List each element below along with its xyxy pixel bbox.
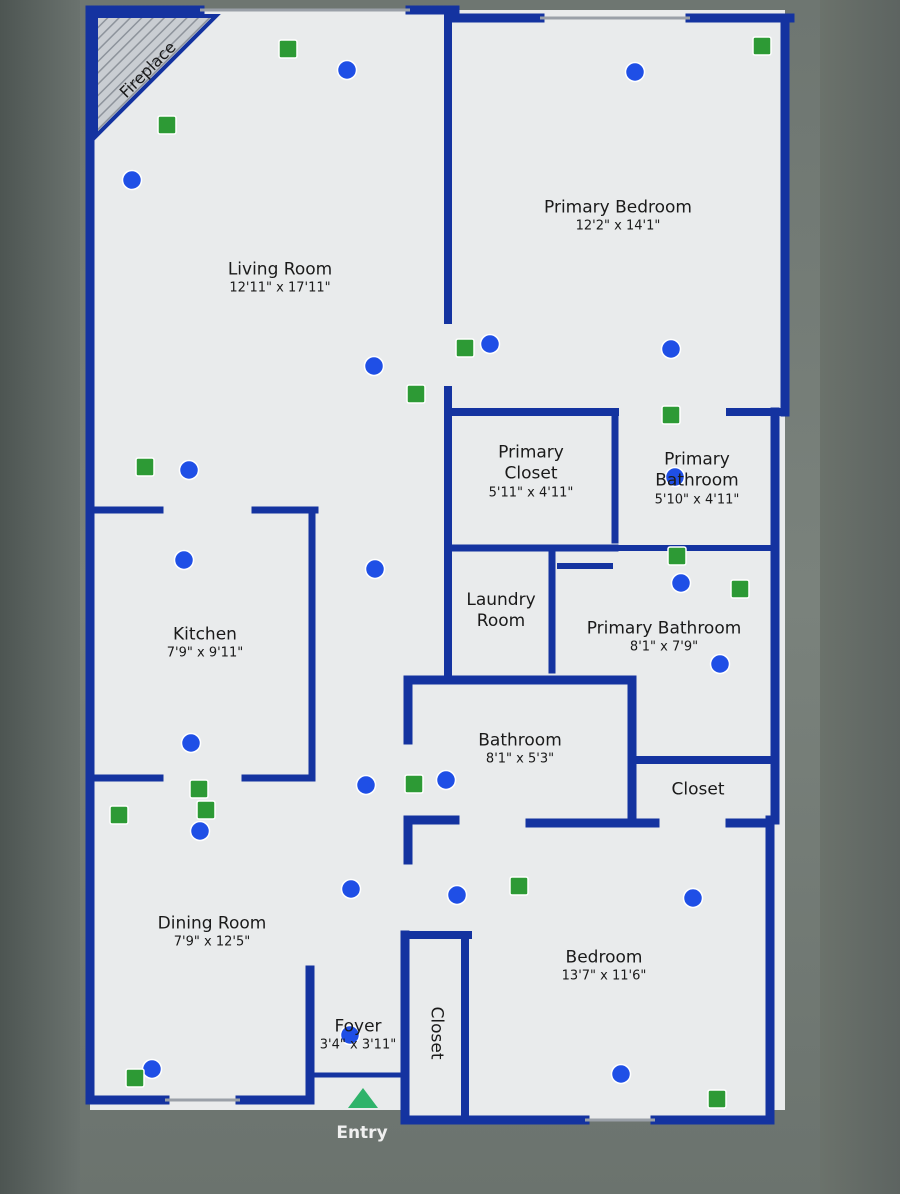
blue-marker-icon[interactable] [173, 549, 195, 571]
green-marker-icon[interactable] [707, 1089, 727, 1109]
entry-arrow-icon [348, 1088, 378, 1108]
green-marker-icon[interactable] [406, 384, 426, 404]
blue-marker-icon[interactable] [355, 774, 377, 796]
green-marker-icon[interactable] [661, 405, 681, 425]
blue-marker-icon[interactable] [363, 355, 385, 377]
blue-marker-icon[interactable] [664, 466, 686, 488]
room-name: Bathroom [478, 730, 562, 751]
room-dimensions: 7'9" x 12'5" [173, 934, 251, 950]
blue-marker-icon[interactable] [435, 769, 457, 791]
room-closet: Closet [672, 779, 725, 800]
room-name-line2: Bathroom [655, 470, 739, 491]
blue-marker-icon[interactable] [682, 887, 704, 909]
room-dimensions: 8'1" x 7'9" [629, 639, 699, 655]
room-name: Living Room [227, 259, 333, 280]
blue-marker-icon[interactable] [660, 338, 682, 360]
blue-marker-icon[interactable] [624, 61, 646, 83]
room-foyer: Foyer 3'4" x 3'11" [320, 1016, 396, 1054]
blue-marker-icon[interactable] [141, 1058, 163, 1080]
green-marker-icon[interactable] [109, 805, 129, 825]
green-marker-icon[interactable] [125, 1068, 145, 1088]
room-kitchen: Kitchen 7'9" x 9'11" [167, 624, 243, 662]
room-dimensions: 8'1" x 5'3" [485, 751, 555, 767]
room-bathroom: Bathroom 8'1" x 5'3" [478, 730, 562, 768]
room-primary-bathroom-small: Primary Bathroom 5'10" x 4'11" [655, 450, 740, 509]
blue-marker-icon[interactable] [479, 333, 501, 355]
green-marker-icon[interactable] [667, 546, 687, 566]
room-name: Kitchen [173, 624, 237, 645]
room-name-line1: Primary [664, 449, 730, 470]
blue-marker-icon[interactable] [364, 558, 386, 580]
room-name: Dining Room [157, 913, 267, 934]
room-primary-bedroom: Primary Bedroom 12'2" x 14'1" [544, 197, 692, 235]
room-dimensions: 3'4" x 3'11" [319, 1037, 397, 1053]
room-dimensions: 5'10" x 4'11" [654, 492, 740, 508]
fireplace-hatch [94, 14, 221, 141]
green-marker-icon[interactable] [752, 36, 772, 56]
blue-marker-icon[interactable] [709, 653, 731, 675]
room-name: Closet [426, 1006, 447, 1060]
room-name: Bedroom [565, 947, 643, 968]
room-dimensions: 12'2" x 14'1" [575, 218, 661, 234]
room-dimensions: 12'11" x 17'11" [229, 280, 331, 296]
blue-marker-icon[interactable] [180, 732, 202, 754]
room-name: Foyer [334, 1016, 382, 1037]
room-dimensions: 13'7" x 11'6" [561, 968, 647, 984]
room-dimensions: 7'9" x 9'11" [166, 645, 244, 661]
room-name: Primary Bathroom [586, 618, 742, 639]
room-living-room: Living Room 12'11" x 17'11" [228, 259, 332, 297]
blue-marker-icon[interactable] [178, 459, 200, 481]
green-marker-icon[interactable] [455, 338, 475, 358]
green-marker-icon[interactable] [135, 457, 155, 477]
blue-marker-icon[interactable] [121, 169, 143, 191]
blue-marker-icon[interactable] [340, 878, 362, 900]
green-marker-icon[interactable] [189, 779, 209, 799]
room-bedroom: Bedroom 13'7" x 11'6" [562, 947, 647, 985]
room-dimensions: 5'11" x 4'11" [488, 485, 574, 501]
room-name-line1: Primary [498, 442, 564, 463]
green-marker-icon[interactable] [196, 800, 216, 820]
room-primary-closet: Primary Closet 5'11" x 4'11" [489, 443, 574, 502]
blue-marker-icon[interactable] [339, 1024, 361, 1046]
green-marker-icon[interactable] [730, 579, 750, 599]
room-name-line2: Closet [504, 463, 558, 484]
room-dining-room: Dining Room 7'9" x 12'5" [158, 913, 267, 951]
room-name: Primary Bedroom [544, 197, 692, 218]
blue-marker-icon[interactable] [670, 572, 692, 594]
room-laundry-room: Laundry Room [466, 590, 535, 633]
room-primary-bathroom: Primary Bathroom 8'1" x 7'9" [587, 618, 742, 656]
blue-marker-icon[interactable] [336, 59, 358, 81]
blue-marker-icon[interactable] [610, 1063, 632, 1085]
room-name: Closet [671, 779, 725, 800]
blue-marker-icon[interactable] [446, 884, 468, 906]
green-marker-icon[interactable] [157, 115, 177, 135]
green-marker-icon[interactable] [278, 39, 298, 59]
room-name-line1: Laundry [466, 589, 536, 610]
room-name-line2: Room [476, 611, 526, 631]
room-bedroom-closet: Closet [425, 1006, 447, 1060]
green-marker-icon[interactable] [404, 774, 424, 794]
entry-label: Entry [336, 1123, 388, 1143]
green-marker-icon[interactable] [509, 876, 529, 896]
blue-marker-icon[interactable] [189, 820, 211, 842]
